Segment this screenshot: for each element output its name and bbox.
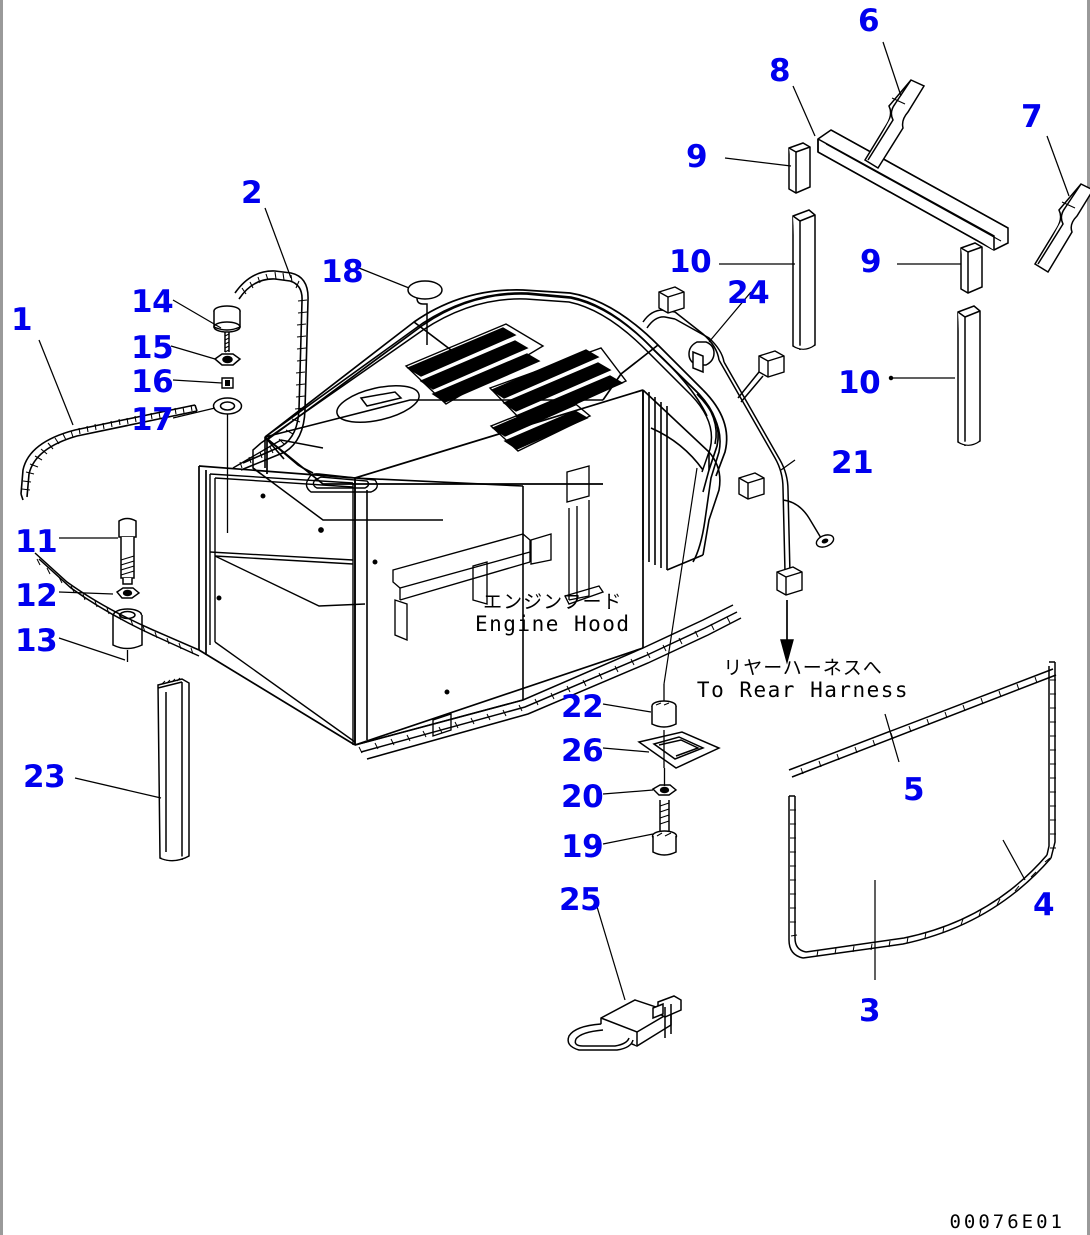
figure-code: 00076E01	[949, 1211, 1065, 1233]
callout-2[interactable]: 2	[241, 175, 263, 211]
callout-7[interactable]: 7	[1021, 99, 1043, 135]
part-15-nut	[213, 353, 242, 366]
callout-9-right[interactable]: 9	[860, 244, 882, 280]
rear-harness-label-en: To Rear Harness	[696, 678, 910, 703]
callout-5[interactable]: 5	[903, 772, 925, 808]
part-14-bolt	[213, 305, 241, 353]
leader-lines	[38, 41, 1070, 1001]
hood-internal-frame	[209, 439, 366, 745]
callout-9-left[interactable]: 9	[686, 139, 708, 175]
part-20-washer	[651, 784, 678, 796]
harness-direction-arrow	[780, 600, 794, 665]
part-10-strip-right	[957, 305, 981, 446]
hood-left-seal-rail	[34, 552, 200, 657]
part-17-washer	[212, 397, 243, 533]
part-21-wiring-harness	[642, 309, 822, 640]
part-10-strip-left	[792, 209, 816, 350]
part-3-4-lower-seal	[788, 661, 1056, 959]
rear-harness-label-jp: リヤーハーネスへ	[723, 657, 883, 679]
part-16-spacer	[221, 377, 234, 389]
callout-4[interactable]: 4	[1033, 887, 1055, 923]
rear-harness-label: リヤーハーネスへ To Rear Harness	[696, 657, 910, 703]
callout-18[interactable]: 18	[321, 254, 364, 290]
callout-25[interactable]: 25	[559, 882, 602, 918]
part-12-washer	[115, 587, 141, 599]
callout-24[interactable]: 24	[727, 275, 770, 311]
part-9-block-left	[788, 142, 811, 194]
callout-1[interactable]: 1	[11, 302, 33, 338]
hood-internal-hardware	[216, 465, 605, 737]
hood-louver-outlines	[404, 323, 628, 452]
part-25-hood-latch	[567, 995, 682, 1051]
part-11-long-bolt	[118, 517, 137, 585]
callout-10-left[interactable]: 10	[669, 244, 712, 280]
callout-12[interactable]: 12	[15, 578, 58, 614]
part-6-clip	[863, 79, 926, 170]
hood-louver-vents	[406, 327, 624, 450]
callout-20[interactable]: 20	[561, 779, 604, 815]
engine-hood-exploded-drawing	[20, 41, 1090, 1051]
part-9-block-right	[960, 242, 983, 294]
callout-23[interactable]: 23	[23, 759, 66, 795]
hood-main-front-panel	[198, 389, 644, 746]
hood-rear-end	[650, 349, 721, 563]
callout-6[interactable]: 6	[858, 3, 880, 39]
hood-right-panel	[642, 389, 721, 571]
callout-15[interactable]: 15	[131, 330, 174, 366]
callout-3[interactable]: 3	[859, 993, 881, 1029]
engine-hood-label: エンジンフード Engine Hood	[475, 591, 631, 637]
part-22-collar	[651, 684, 677, 728]
callout-8[interactable]: 8	[769, 53, 791, 89]
part-24-clamp	[688, 341, 715, 374]
part-1-front-seal	[20, 404, 198, 501]
callout-14[interactable]: 14	[131, 284, 174, 320]
callout-26[interactable]: 26	[561, 733, 604, 769]
callout-16[interactable]: 16	[131, 364, 174, 400]
callout-22[interactable]: 22	[561, 689, 604, 725]
callout-10-right[interactable]: 10	[838, 365, 881, 401]
engine-hood-label-en: Engine Hood	[475, 612, 631, 637]
engine-hood-label-jp: エンジンフード	[483, 591, 623, 613]
hood-bottom-rail	[354, 604, 742, 760]
part-2-side-seal	[234, 270, 309, 471]
harness-connectors	[658, 286, 803, 596]
part-7-clip	[1033, 183, 1090, 274]
callout-19[interactable]: 19	[561, 829, 604, 865]
part-26-plate	[637, 730, 721, 769]
hood-filler-opening	[336, 385, 420, 423]
callout-17[interactable]: 17	[131, 402, 174, 438]
part-23-vertical-seal	[157, 677, 190, 862]
part-8-long-bar	[817, 129, 1009, 251]
callout-13[interactable]: 13	[15, 623, 58, 659]
part-18-cap	[407, 280, 443, 345]
callout-21[interactable]: 21	[831, 445, 874, 481]
harness-ring-terminal	[815, 534, 835, 548]
callout-11[interactable]: 11	[15, 524, 58, 560]
bracket-leader-line	[663, 467, 698, 685]
part-19-bolt	[651, 768, 678, 856]
